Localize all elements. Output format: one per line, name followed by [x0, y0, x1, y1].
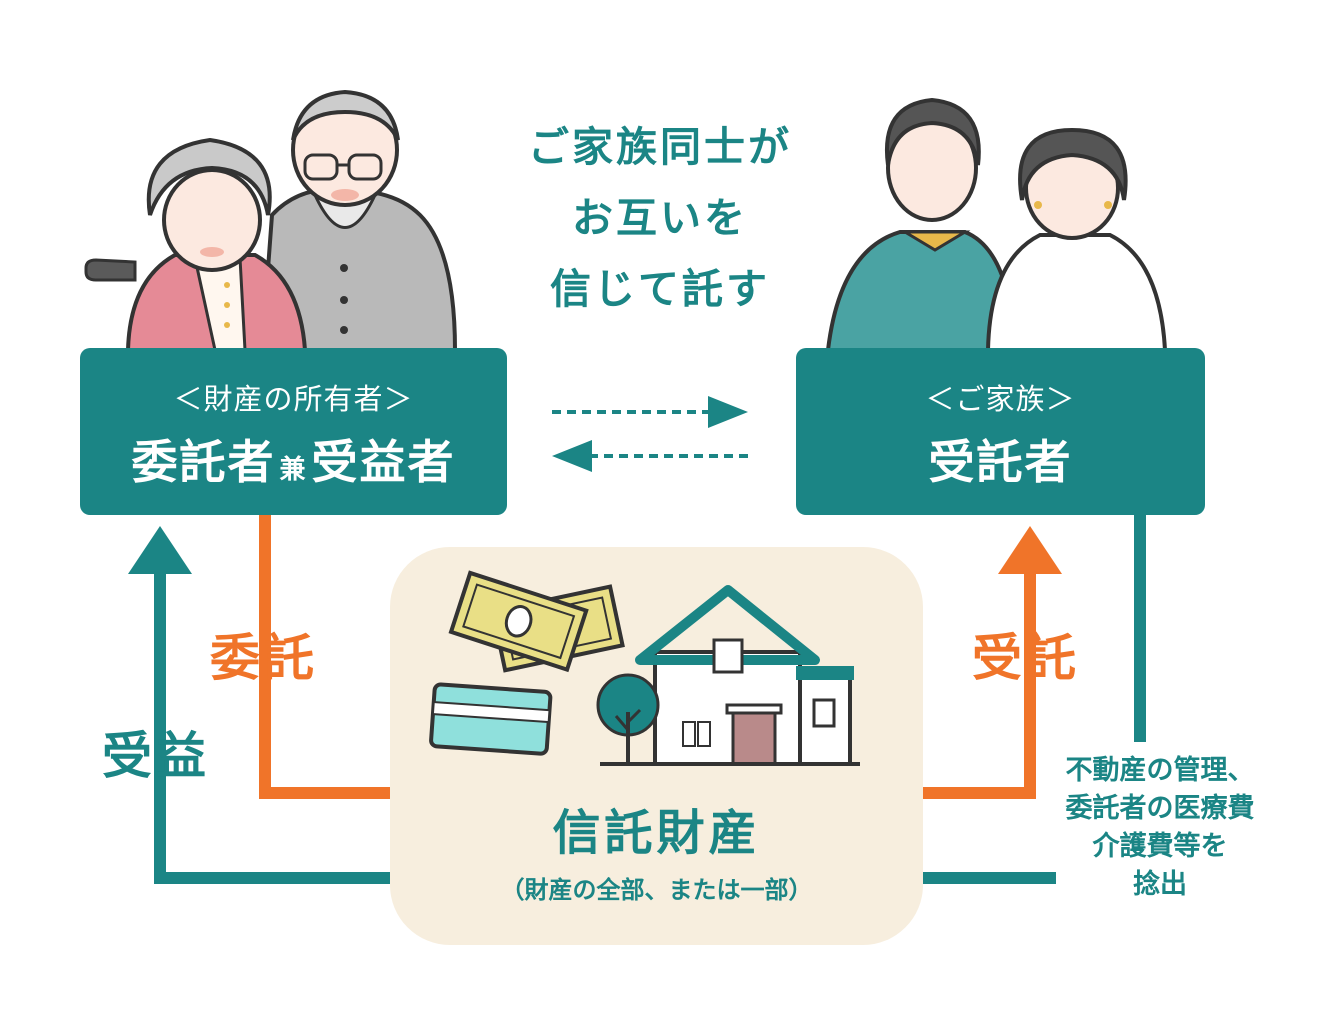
- settlor-subtitle: ＜財産の所有者＞: [173, 382, 414, 416]
- headline: ご家族同士が お互いを 信じて託す: [480, 112, 840, 325]
- family-couple-illustration: [825, 97, 1168, 352]
- trustee-title: 受託者: [928, 435, 1073, 489]
- note-line-4: 捻出: [1133, 869, 1187, 900]
- settlor-title-part2: 受益者: [311, 435, 456, 489]
- settlor-title-part1: 委託者: [131, 435, 276, 489]
- headline-line-1: ご家族同士が: [528, 123, 792, 171]
- management-note: 不動産の管理、 委託者の医療費 介護費等を 捻出: [1030, 752, 1290, 904]
- headline-line-2: お互いを: [572, 194, 748, 242]
- note-line-2: 委託者の医療費: [1065, 793, 1255, 824]
- trustee-receive-label: 受託: [972, 629, 1080, 687]
- credit-card-icon: [429, 682, 553, 756]
- note-line-1: 不動産の管理、: [1065, 755, 1255, 786]
- trust-property-title: 信託財産: [552, 805, 761, 861]
- settlor-beneficiary-box: ＜財産の所有者＞ 委託者兼受益者: [80, 348, 507, 515]
- entrust-flow-line: [259, 515, 392, 799]
- benefit-label: 受益: [102, 727, 210, 785]
- tree-icon: [596, 673, 660, 764]
- trustee-receive-flow-line: [922, 572, 1036, 799]
- elderly-couple-illustration: [84, 89, 458, 352]
- note-line-3: 介護費等を: [1092, 831, 1228, 862]
- house-icon: [600, 585, 860, 766]
- settlor-title-joiner: 兼: [279, 455, 308, 485]
- benefit-arrowhead: [128, 526, 192, 574]
- trustee-box: ＜ご家族＞ 受託者: [796, 348, 1205, 515]
- mutual-trust-arrows: [552, 396, 748, 472]
- headline-line-3: 信じて託す: [550, 265, 770, 313]
- benefit-flow-line: [154, 572, 392, 884]
- banknotes-icon: [448, 570, 625, 673]
- trust-property-subtitle: （財産の全部、または一部）: [500, 876, 813, 904]
- settlor-title: 委託者兼受益者: [80, 426, 507, 492]
- trustee-subtitle: ＜ご家族＞: [925, 382, 1076, 416]
- trustee-receive-arrowhead: [998, 526, 1062, 574]
- entrust-label: 委託: [210, 629, 318, 687]
